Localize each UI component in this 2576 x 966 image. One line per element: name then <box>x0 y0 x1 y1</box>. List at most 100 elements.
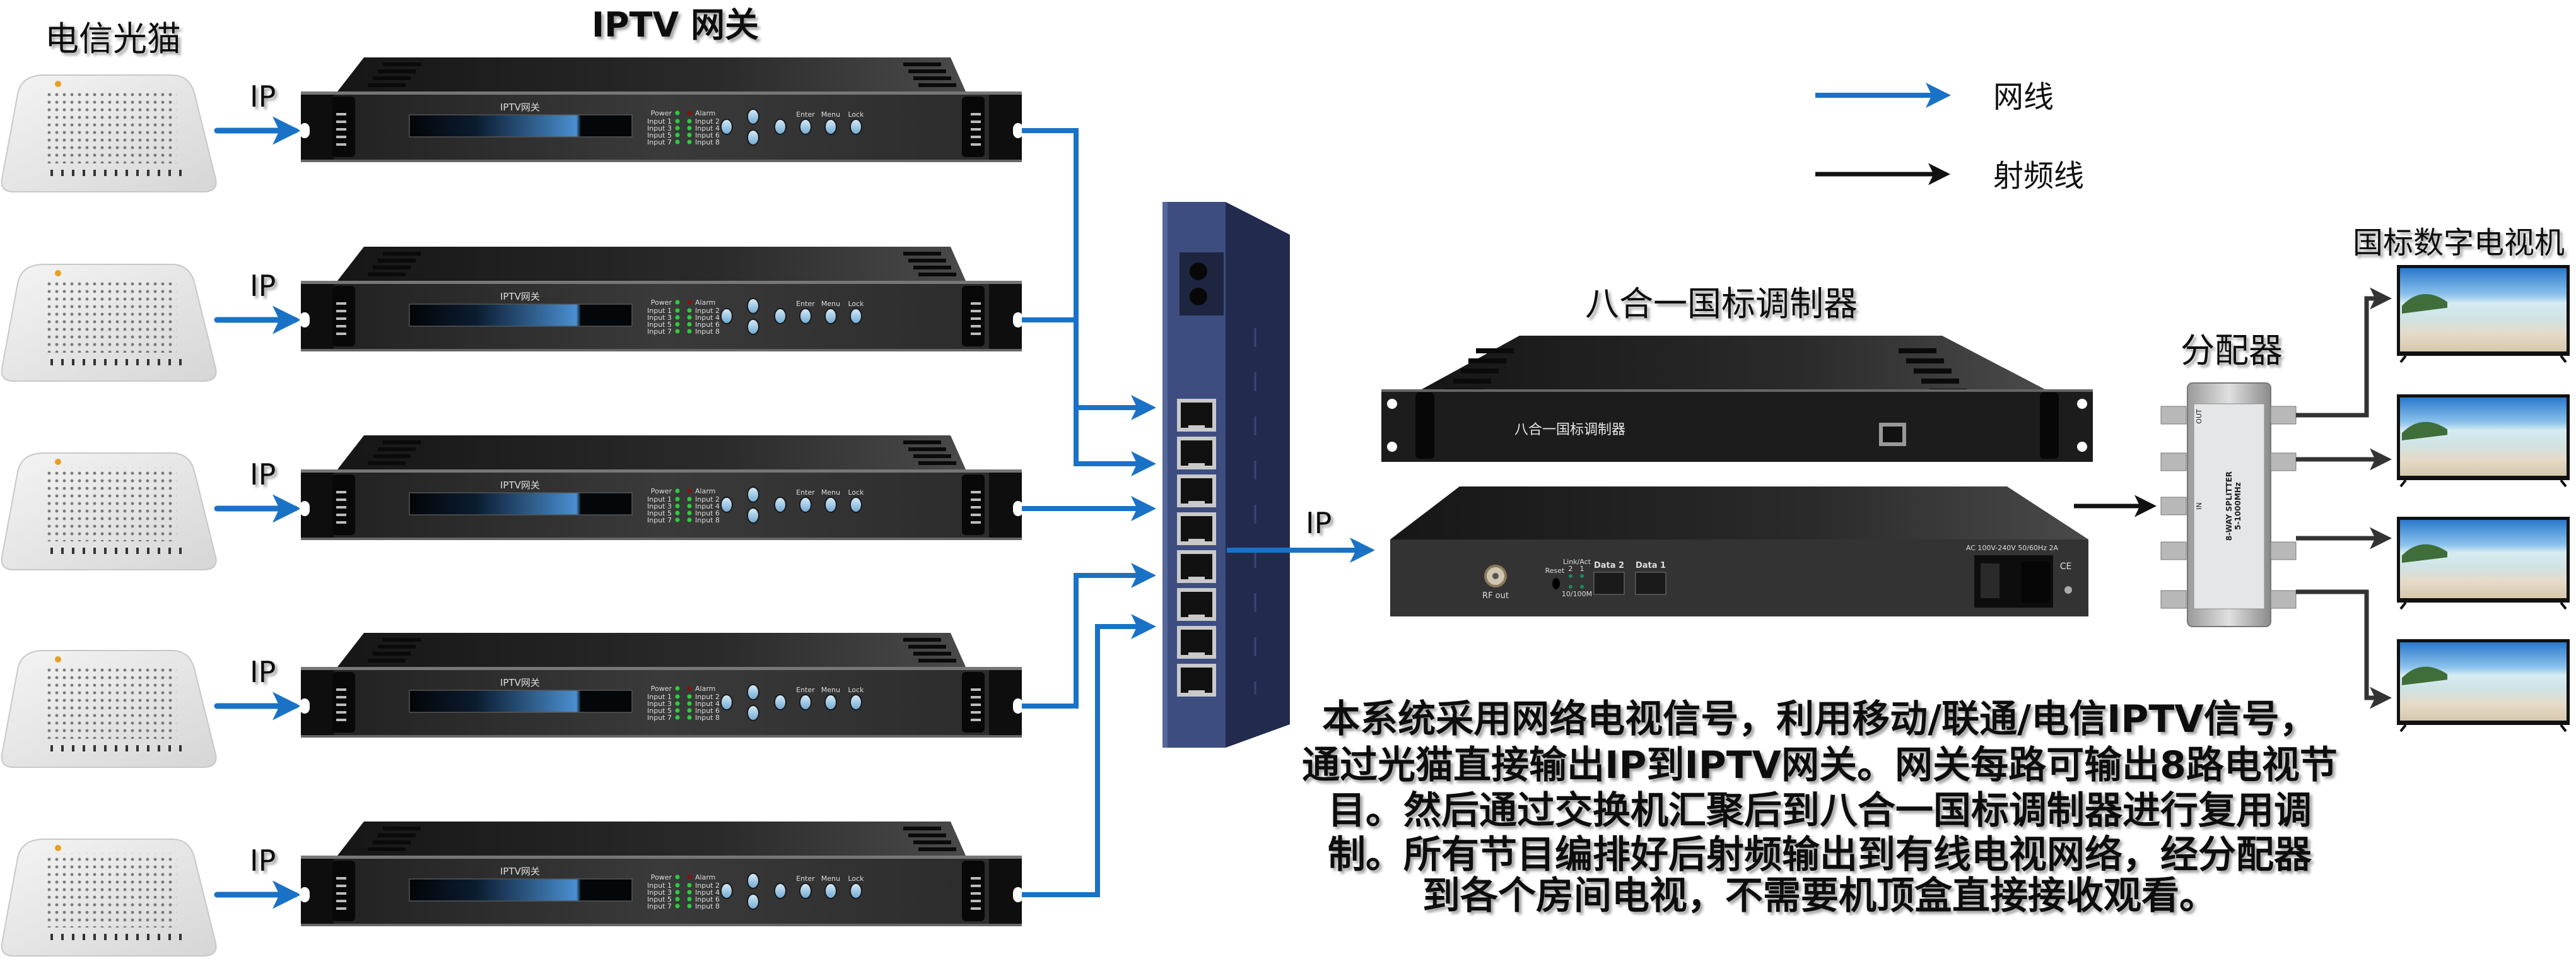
menu-label: Menu <box>821 875 840 883</box>
power-switch[interactable] <box>1981 563 1999 598</box>
left-button[interactable] <box>720 497 733 513</box>
left-button[interactable] <box>720 119 733 135</box>
ethernet-port <box>1177 588 1216 621</box>
status-led <box>675 329 680 334</box>
menu-button[interactable] <box>824 694 837 710</box>
ce-mark: CE <box>2060 562 2072 572</box>
right-button[interactable] <box>774 694 787 710</box>
ethernet-port <box>1177 399 1216 432</box>
optical-modem <box>1 264 217 382</box>
led-label: Input 2 <box>695 495 720 504</box>
menu-button[interactable] <box>824 497 837 513</box>
lcd-display <box>409 303 633 327</box>
menu-label: Menu <box>821 488 840 497</box>
status-led <box>687 890 692 895</box>
left-button[interactable] <box>720 308 733 324</box>
enter-button[interactable] <box>799 883 812 899</box>
lcd-display <box>409 492 633 515</box>
led-label: Input 8 <box>695 714 720 722</box>
palm-trees <box>2402 294 2447 314</box>
status-led <box>687 488 692 493</box>
ethernet-port <box>1177 437 1216 469</box>
rack-handle <box>332 474 355 535</box>
in-label: IN <box>2195 502 2203 509</box>
enter-button[interactable] <box>799 308 812 324</box>
data2-label: Data 2 <box>1594 561 1624 570</box>
down-button[interactable] <box>747 507 759 524</box>
enter-button[interactable] <box>799 119 812 135</box>
up-button[interactable] <box>747 873 759 889</box>
right-button[interactable] <box>774 883 787 899</box>
status-led <box>687 300 692 305</box>
rack-ear-slot <box>300 123 310 138</box>
led-label: Alarm <box>695 109 715 117</box>
power-socket <box>1180 252 1224 315</box>
menu-button[interactable] <box>824 883 837 899</box>
led-label: Input 4 <box>695 124 720 133</box>
up-button[interactable] <box>747 109 759 125</box>
led-label: Alarm <box>695 685 715 693</box>
led-label: Power <box>651 873 672 881</box>
lock-label: Lock <box>848 875 864 883</box>
status-led <box>687 329 692 334</box>
rf-out-label: RF out <box>1482 591 1509 601</box>
status-led <box>675 119 680 124</box>
right-button[interactable] <box>774 497 787 513</box>
reset-button[interactable] <box>1552 578 1560 589</box>
lock-button[interactable] <box>850 308 862 324</box>
led-label: Input 5 <box>647 707 672 715</box>
right-button[interactable] <box>774 308 787 324</box>
gateway-to-switch-cable <box>1022 128 1156 420</box>
down-button[interactable] <box>747 705 759 721</box>
enter-label: Enter <box>796 686 815 694</box>
data1-port <box>1635 572 1666 595</box>
gateway-front-label: IPTV网关 <box>500 866 540 877</box>
enter-button[interactable] <box>799 497 812 513</box>
lock-button[interactable] <box>850 694 862 710</box>
led-label: Power <box>651 298 672 307</box>
lock-button[interactable] <box>850 119 862 135</box>
legend: 网线 射频线 <box>1815 80 2084 194</box>
up-button[interactable] <box>747 298 759 314</box>
gateway-front-label: IPTV网关 <box>500 102 540 113</box>
telecom-logo-icon <box>55 81 61 87</box>
rack-handle <box>332 861 355 921</box>
led-label: Input 4 <box>695 314 720 322</box>
modem-title: 电信光猫 <box>45 19 181 59</box>
speed-label: 10/100M <box>1562 590 1592 598</box>
rack-ear-slot <box>1013 698 1023 714</box>
menu-button[interactable] <box>824 308 837 324</box>
led-label: Input 3 <box>647 502 672 510</box>
led-label: Input 6 <box>695 509 720 517</box>
lock-button[interactable] <box>850 497 862 513</box>
up-button[interactable] <box>747 486 759 503</box>
lock-button[interactable] <box>850 883 862 899</box>
up-button[interactable] <box>747 684 759 700</box>
led-label: Alarm <box>695 487 715 495</box>
ethernet-port <box>1177 626 1216 659</box>
digital-tv-2 <box>2397 394 2570 488</box>
enter-button[interactable] <box>799 694 812 710</box>
status-led <box>687 497 692 502</box>
status-led <box>675 126 680 131</box>
led-label: Power <box>651 109 672 117</box>
led-label: Input 8 <box>695 327 720 336</box>
right-button[interactable] <box>774 119 787 135</box>
menu-button[interactable] <box>824 119 837 135</box>
rack-ear-slot <box>300 312 310 327</box>
rack-handle <box>332 286 355 346</box>
left-button[interactable] <box>720 883 733 899</box>
led-label: Alarm <box>695 298 715 307</box>
rack-handle <box>962 861 985 921</box>
status-led <box>675 497 680 502</box>
left-button[interactable] <box>720 694 733 710</box>
down-button[interactable] <box>747 319 759 335</box>
down-button[interactable] <box>747 893 759 910</box>
led-label: Input 1 <box>647 693 672 701</box>
ground-icon <box>2064 586 2072 594</box>
down-button[interactable] <box>747 129 759 146</box>
status-led <box>687 308 692 313</box>
status-led <box>687 126 692 131</box>
